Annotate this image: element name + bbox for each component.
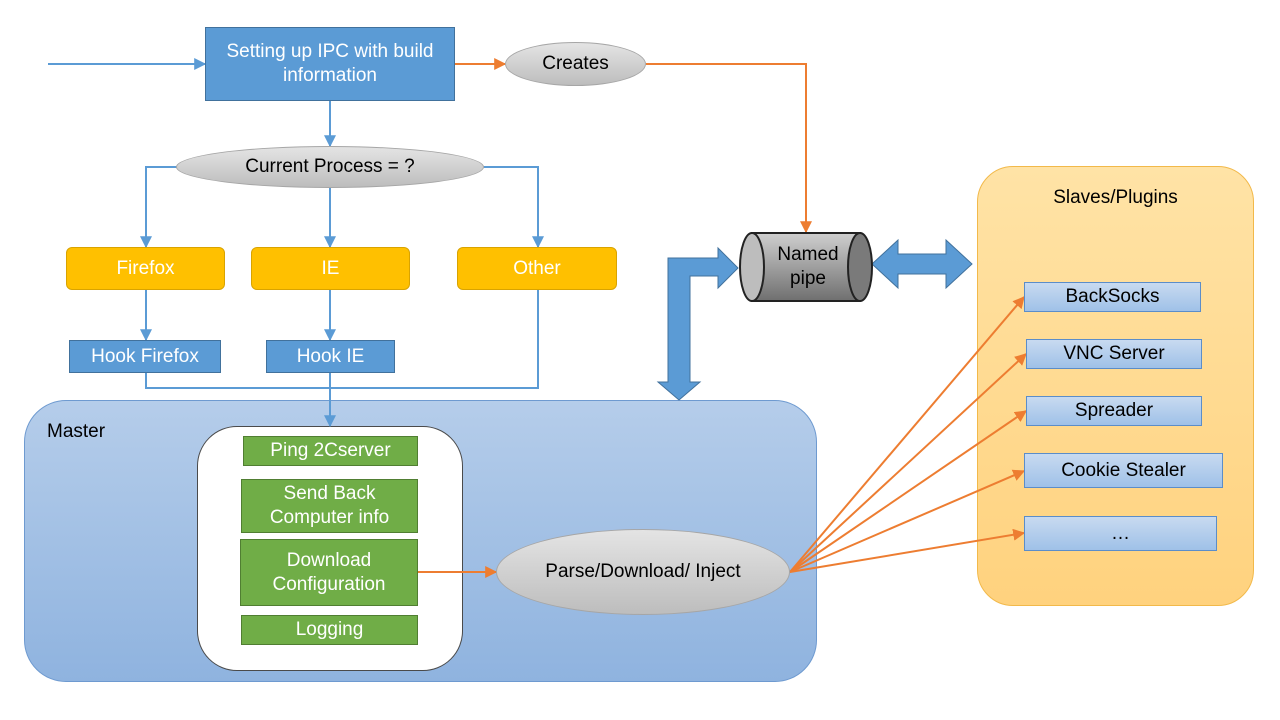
parse-to-backsocks (789, 296, 1025, 573)
task-download-config: Download Configuration (240, 539, 418, 606)
parse-to-cookie (789, 469, 1026, 573)
task-ping: Ping 2Cserver (243, 436, 418, 466)
current-process-oval: Current Process = ? (176, 146, 484, 188)
pipe-master-arrow (656, 246, 739, 401)
plugin-vnc-server: VNC Server (1026, 339, 1202, 369)
creates-oval: Creates (505, 42, 646, 86)
pipe-slaves-arrow (871, 238, 973, 290)
firefox-box: Firefox (66, 247, 225, 290)
setup-ipc-box: Setting up IPC with build information (205, 27, 455, 101)
task-send-info: Send Back Computer info (241, 479, 418, 533)
parse-to-vnc (789, 353, 1027, 573)
merge-line (145, 290, 539, 389)
creates-to-pipe (646, 63, 812, 234)
task-logging: Logging (241, 615, 418, 645)
hook-firefox-box: Hook Firefox (69, 340, 221, 373)
other-box: Other (457, 247, 617, 290)
slaves-title: Slaves/Plugins (1053, 187, 1178, 208)
plugin-cookie-stealer: Cookie Stealer (1024, 453, 1223, 488)
named-pipe-label: Named pipe (777, 244, 839, 289)
decision-to-firefox (140, 166, 178, 249)
ie-box: IE (251, 247, 410, 290)
named-pipe-shape (739, 232, 873, 302)
parse-to-ellipsis (789, 528, 1026, 573)
parse-to-spreader (789, 410, 1027, 573)
hook-ie-box: Hook IE (266, 340, 395, 373)
master-label: Master (47, 421, 106, 442)
parse-download-inject-oval: Parse/Download/ Inject (496, 529, 790, 615)
plugin-backsocks: BackSocks (1024, 282, 1201, 312)
plugin-spreader: Spreader (1026, 396, 1202, 426)
plugin-more: … (1024, 516, 1217, 551)
decision-to-other (484, 166, 544, 249)
